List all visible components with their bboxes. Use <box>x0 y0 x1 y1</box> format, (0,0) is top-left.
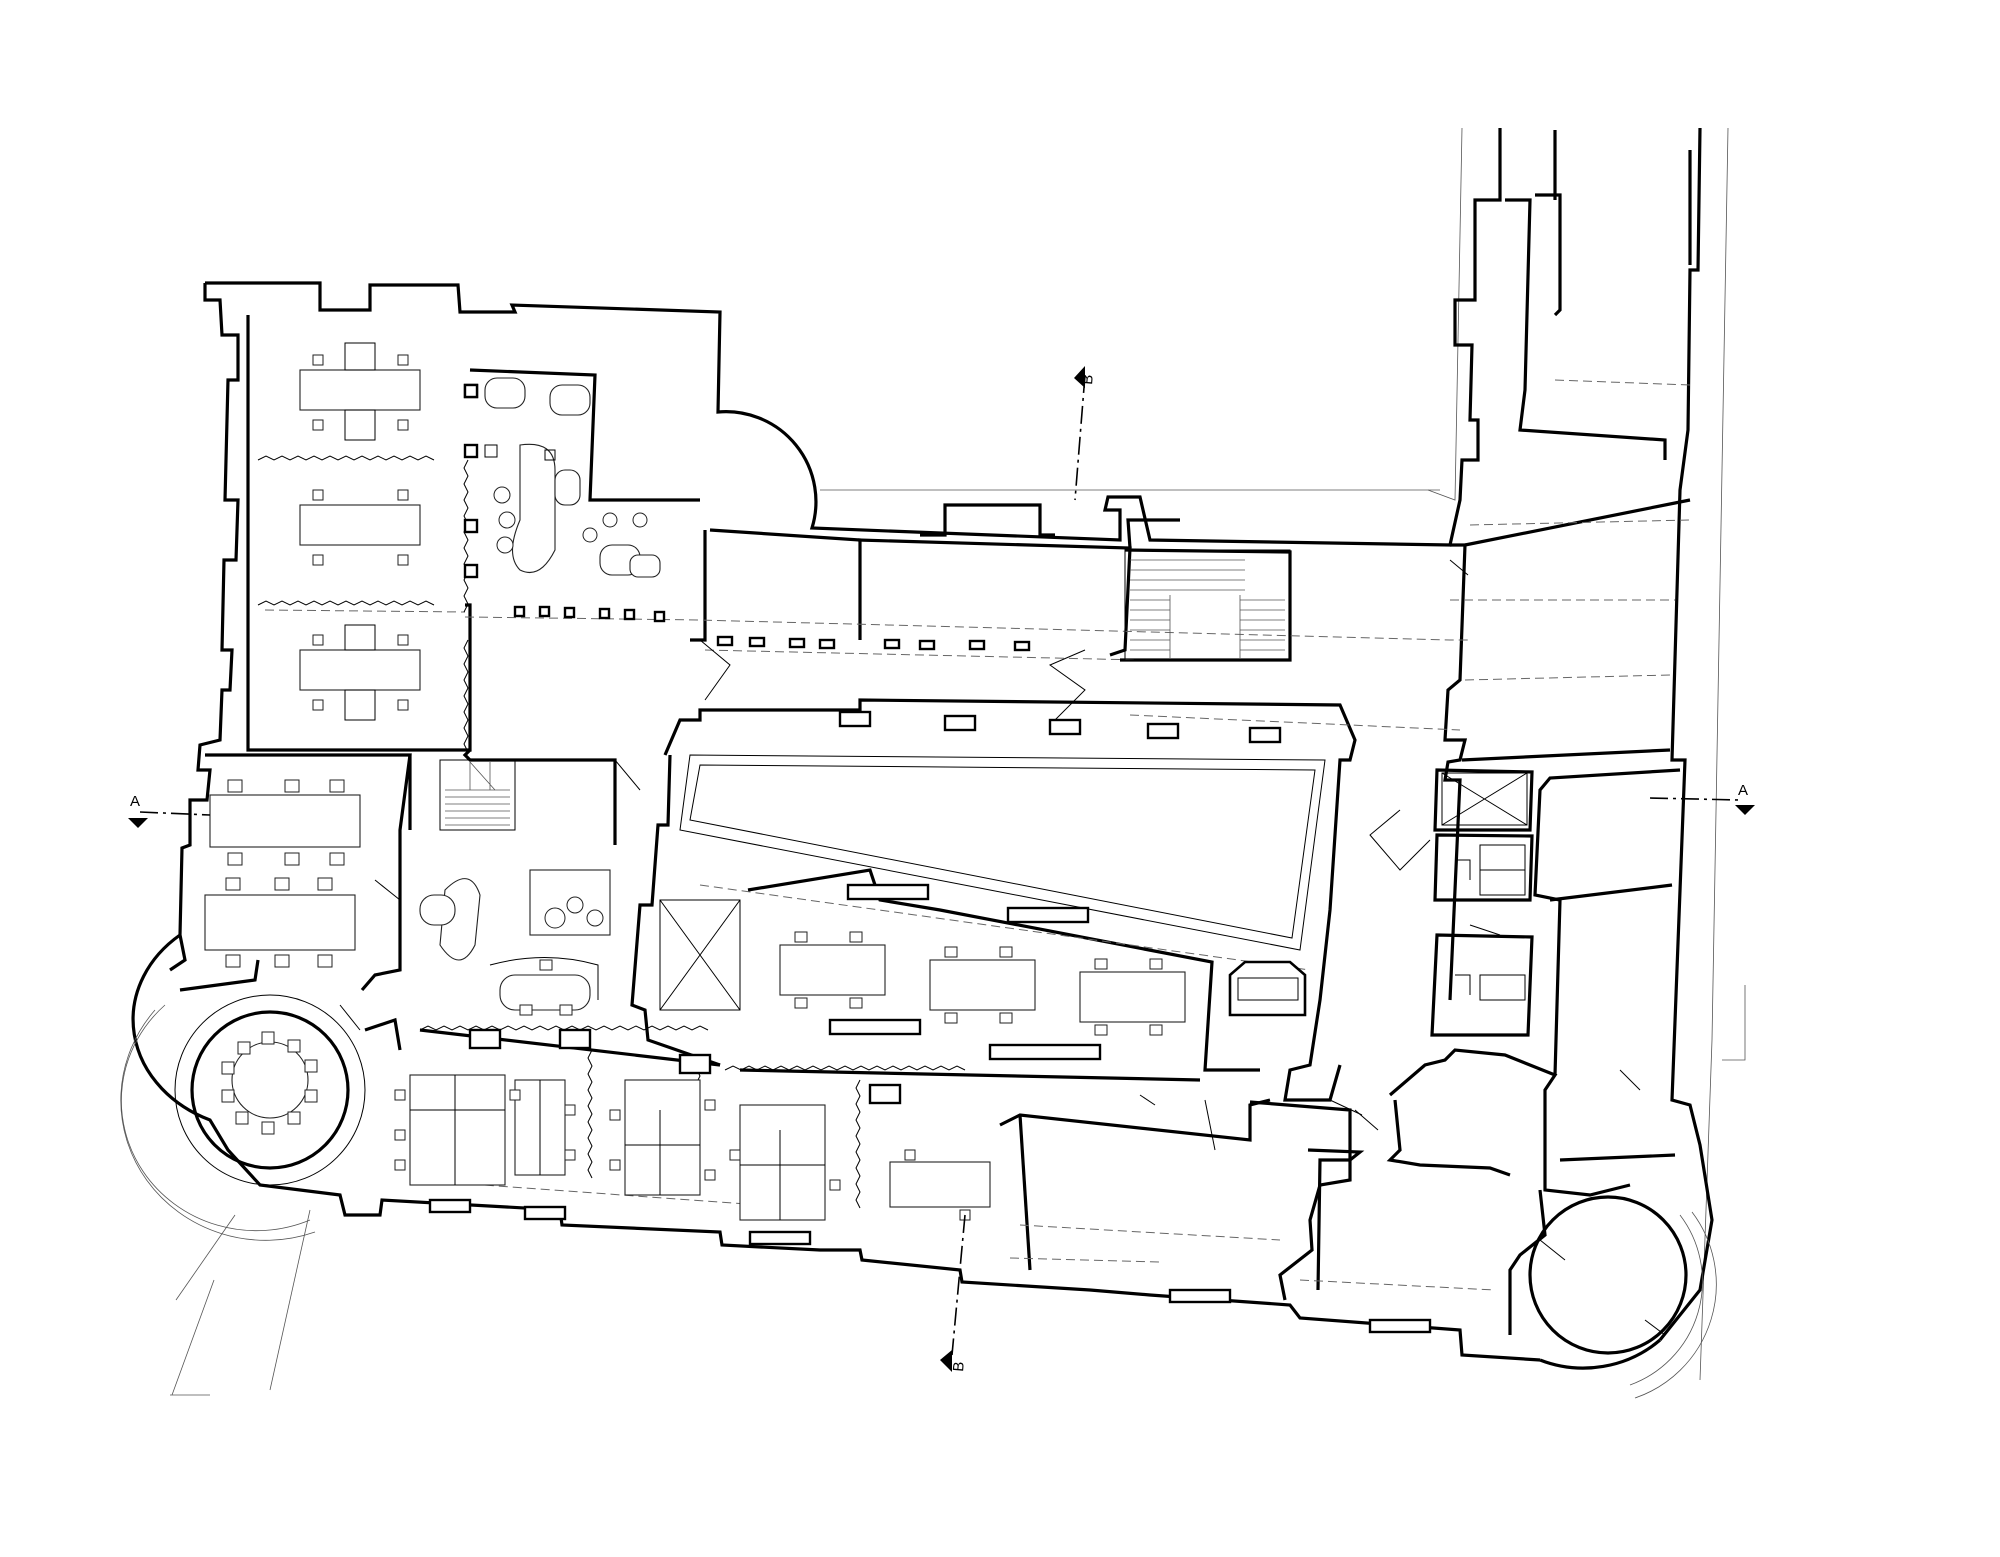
desk-cluster-north-1 <box>299 342 421 441</box>
section-label: B <box>1079 374 1097 385</box>
zigzag-partitions <box>257 455 966 1209</box>
round-towers <box>120 994 1717 1399</box>
section-label: A <box>130 793 140 810</box>
interior-walls <box>179 130 1692 1335</box>
section-lines <box>139 374 1741 1356</box>
west-desk-block-2 <box>204 877 356 968</box>
hidden-lines <box>264 379 1691 1291</box>
section-label: B <box>950 1361 968 1372</box>
toilet-fittings <box>1455 844 1526 1001</box>
doors <box>339 559 1666 1336</box>
kitchenette <box>1228 960 1307 1017</box>
section-marker-a-west: A <box>128 793 148 828</box>
desk-cluster-north-2 <box>299 489 421 566</box>
shafts <box>659 772 1528 1011</box>
window-piers <box>428 383 1432 1334</box>
section-marker-b-south: B <box>940 1350 968 1372</box>
breakout-furniture <box>419 869 611 1016</box>
section-label: A <box>1738 782 1748 799</box>
desk-cluster-north-3 <box>299 624 421 721</box>
tower-round-table <box>221 1031 318 1135</box>
stairs <box>439 549 1291 831</box>
courtyard-room-tables <box>779 931 1186 1036</box>
west-desk-block-1 <box>209 779 361 866</box>
section-marker-b-north: B <box>1074 366 1097 388</box>
lounge-seating <box>463 377 661 578</box>
south-office-desks <box>394 1074 991 1221</box>
section-marker-a-east: A <box>1735 782 1755 815</box>
outer-walls <box>131 127 1714 1370</box>
